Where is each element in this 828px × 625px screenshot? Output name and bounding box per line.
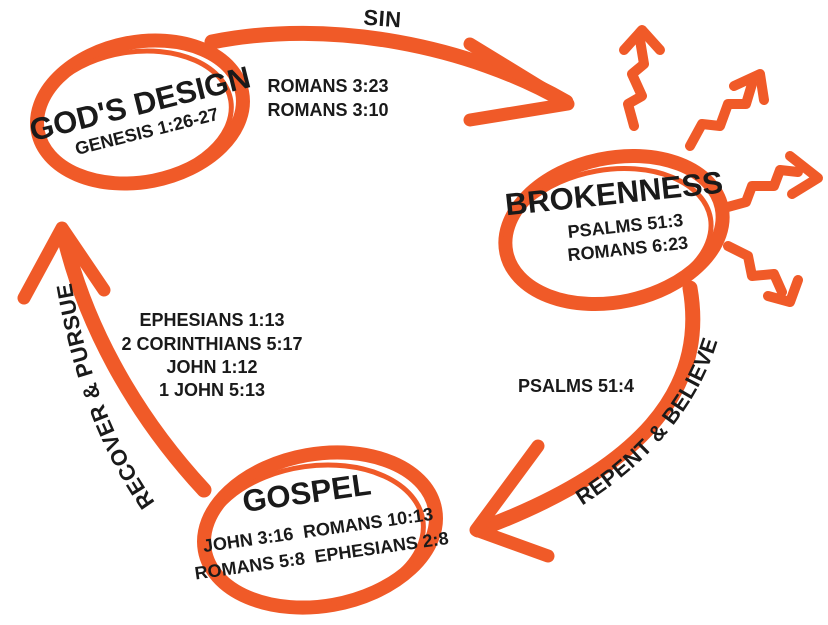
recover-verse-3: JOHN 1:12 <box>166 357 257 377</box>
repent-verse-1: PSALMS 51:4 <box>518 376 634 396</box>
sin-verse-2: ROMANS 3:10 <box>267 100 388 120</box>
sin-label: SIN <box>363 5 403 33</box>
sin-arrow <box>204 25 575 127</box>
recover-verses: EPHESIANS 1:13 2 CORINTHIANS 5:17 JOHN 1… <box>121 310 302 400</box>
repent-verses: PSALMS 51:4 <box>518 376 634 396</box>
recover-verse-4: 1 JOHN 5:13 <box>159 380 265 400</box>
gospel-node-loop <box>197 445 443 615</box>
sin-verses: ROMANS 3:23 ROMANS 3:10 <box>267 76 388 120</box>
recover-verse-2: 2 CORINTHIANS 5:17 <box>121 334 302 354</box>
brokenness-burst-icon <box>619 25 823 307</box>
sin-verse-1: ROMANS 3:23 <box>267 76 388 96</box>
design-node-loop <box>30 33 250 191</box>
brokenness-title: BROKENNESS <box>503 165 724 223</box>
recover-arrow <box>17 221 212 498</box>
repent-arrow <box>469 280 701 563</box>
recover-verse-1: EPHESIANS 1:13 <box>139 310 284 330</box>
